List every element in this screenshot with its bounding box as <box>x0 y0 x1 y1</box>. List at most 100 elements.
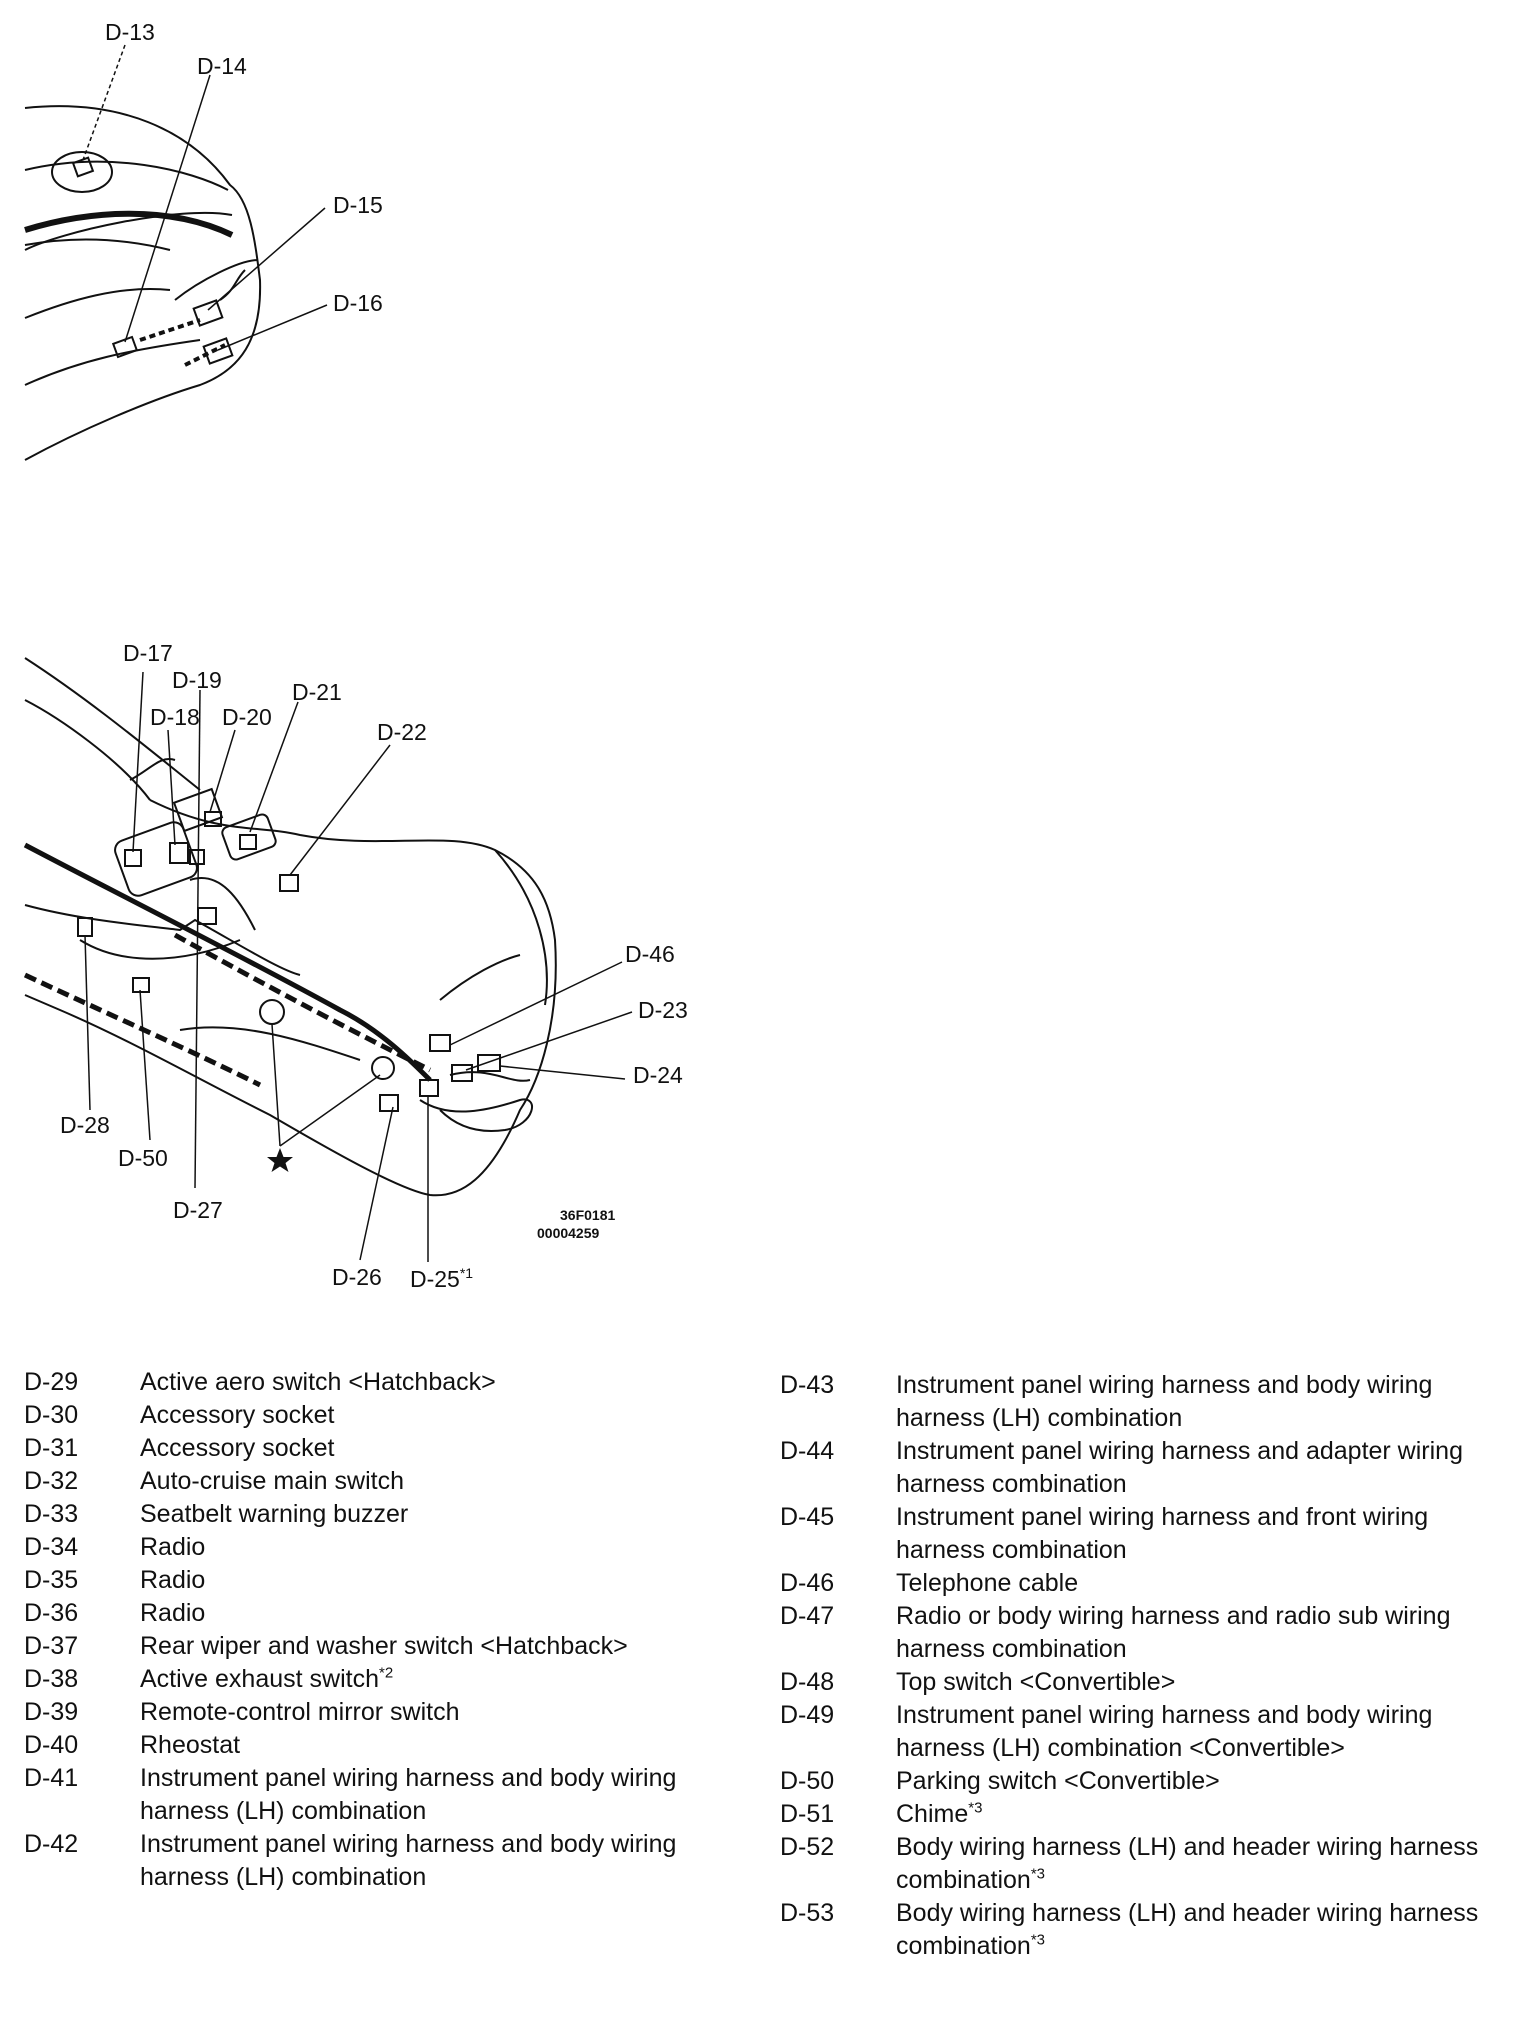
connector-description-text: Instrument panel wiring harness and fron… <box>896 1503 1429 1564</box>
connector-description-text: Instrument panel wiring harness and body… <box>896 1371 1433 1432</box>
connector-id: D-36 <box>24 1599 79 1627</box>
legend-item: D-50 Parking switch <Convertible> <box>780 1765 1480 1798</box>
connector-id: D-38 <box>24 1665 79 1693</box>
label-d28: D-28 <box>60 1112 110 1138</box>
top-console-drawing <box>24 105 262 461</box>
label-d20: D-20 <box>222 704 272 730</box>
label-d21: D-21 <box>292 679 342 705</box>
connector-description-text: Accessory socket <box>140 1434 335 1462</box>
connector-id: D-50 <box>780 1767 835 1795</box>
connector-description: Seatbelt warning buzzer <box>140 1498 724 1531</box>
label-d25: D-25*1 <box>410 1265 473 1292</box>
connector-description-text: Top switch <Convertible> <box>896 1668 1176 1696</box>
connector-id: D-47 <box>780 1602 835 1630</box>
connector-description: Accessory socket <box>140 1399 724 1432</box>
connector-description-text: Instrument panel wiring harness and body… <box>140 1764 677 1825</box>
connector-id: D-53 <box>780 1899 835 1927</box>
connector-description-text: Telephone cable <box>896 1569 1079 1597</box>
footnote-marker: *3 <box>1030 1865 1045 1883</box>
label-d13: D-13 <box>105 19 155 45</box>
connector-description: Parking switch <Convertible> <box>896 1765 1480 1798</box>
connector-description-text: Rear wiper and washer switch <Hatchback> <box>140 1632 628 1660</box>
connector-description: Instrument panel wiring harness and adap… <box>896 1435 1480 1501</box>
legend-item: D-29 Active aero switch <Hatchback> <box>24 1366 724 1399</box>
star-icon <box>267 1148 293 1172</box>
legend-item: D-30 Accessory socket <box>24 1399 724 1432</box>
label-d15: D-15 <box>333 192 383 218</box>
footnote-marker: *3 <box>968 1799 983 1817</box>
connector-description: Accessory socket <box>140 1432 724 1465</box>
legend-item: D-48 Top switch <Convertible> <box>780 1666 1480 1699</box>
connector-description: Instrument panel wiring harness and body… <box>896 1369 1480 1435</box>
label-d50: D-50 <box>118 1145 168 1171</box>
connector-id: D-42 <box>24 1830 79 1858</box>
connector-description-text: Instrument panel wiring harness and adap… <box>896 1437 1463 1498</box>
connector-id: D-45 <box>780 1503 835 1531</box>
legend-item: D-45 Instrument panel wiring harness and … <box>780 1501 1480 1567</box>
connector-description: Instrument panel wiring harness and fron… <box>896 1501 1480 1567</box>
connector-description: Instrument panel wiring harness and body… <box>896 1699 1480 1765</box>
connector-description: Radio <box>140 1597 724 1630</box>
connector-description: Auto-cruise main switch <box>140 1465 724 1498</box>
connector-description-text: Instrument panel wiring harness and body… <box>140 1830 677 1891</box>
connector-description-text: Accessory socket <box>140 1401 335 1429</box>
connector-id: D-41 <box>24 1764 79 1792</box>
connector-description: Instrument panel wiring harness and body… <box>140 1762 724 1828</box>
legend-item: D-49 Instrument panel wiring harness and … <box>780 1699 1480 1765</box>
bottom-leader-lines <box>84 671 633 1262</box>
connector-description: Radio or body wiring harness and radio s… <box>896 1600 1480 1666</box>
label-d14: D-14 <box>197 53 247 79</box>
legend-item: D-42 Instrument panel wiring harness and … <box>24 1828 724 1894</box>
connector-id: D-31 <box>24 1434 79 1462</box>
top-leader-lines <box>82 44 328 351</box>
connector-description: Active exhaust switch*2 <box>140 1663 724 1696</box>
legend-item: D-47 Radio or body wiring harness and rad… <box>780 1600 1480 1666</box>
legend-item: D-41 Instrument panel wiring harness and … <box>24 1762 724 1828</box>
bottom-console-drawing <box>23 657 557 1197</box>
connector-description: Active aero switch <Hatchback> <box>140 1366 724 1399</box>
legend-item: D-34 Radio <box>24 1531 724 1564</box>
label-d17: D-17 <box>123 640 173 666</box>
label-d27: D-27 <box>173 1197 223 1223</box>
connector-id: D-30 <box>24 1401 79 1429</box>
connector-description: Rear wiper and washer switch <Hatchback> <box>140 1630 724 1663</box>
connector-description-text: Body wiring harness (LH) and header wiri… <box>896 1833 1479 1894</box>
connector-description-text: Radio <box>140 1599 206 1627</box>
label-d23: D-23 <box>638 997 688 1023</box>
connector-description-text: Radio or body wiring harness and radio s… <box>896 1602 1451 1663</box>
connector-description-text: Radio <box>140 1533 206 1561</box>
connector-id: D-44 <box>780 1437 835 1465</box>
connector-description: Body wiring harness (LH) and header wiri… <box>896 1897 1480 1963</box>
connector-description-text: Active exhaust switch <box>140 1665 379 1693</box>
figure-code-line2: 00004259 <box>537 1225 600 1241</box>
legend-item: D-38 Active exhaust switch*2 <box>24 1663 724 1696</box>
connector-id: D-51 <box>780 1800 835 1828</box>
connector-id: D-34 <box>24 1533 79 1561</box>
connector-description-text: Radio <box>140 1566 206 1594</box>
connector-description-text: Instrument panel wiring harness and body… <box>896 1701 1433 1762</box>
connector-id: D-48 <box>780 1668 835 1696</box>
connector-id: D-49 <box>780 1701 835 1729</box>
connector-description-text: Seatbelt warning buzzer <box>140 1500 409 1528</box>
legend-item: D-53 Body wiring harness (LH) and header … <box>780 1897 1480 1963</box>
connector-description: Top switch <Convertible> <box>896 1666 1480 1699</box>
footnote-marker: *3 <box>1030 1931 1045 1949</box>
legend-item: D-36 Radio <box>24 1597 724 1630</box>
connector-id: D-29 <box>24 1368 79 1396</box>
connector-description: Radio <box>140 1531 724 1564</box>
connector-description: Radio <box>140 1564 724 1597</box>
label-d46: D-46 <box>625 941 675 967</box>
connector-description-text: Auto-cruise main switch <box>140 1467 404 1495</box>
label-d26: D-26 <box>332 1264 382 1290</box>
legend-item: D-31 Accessory socket <box>24 1432 724 1465</box>
connector-description-text: Parking switch <Convertible> <box>896 1767 1220 1795</box>
footnote-marker: *2 <box>379 1664 394 1682</box>
